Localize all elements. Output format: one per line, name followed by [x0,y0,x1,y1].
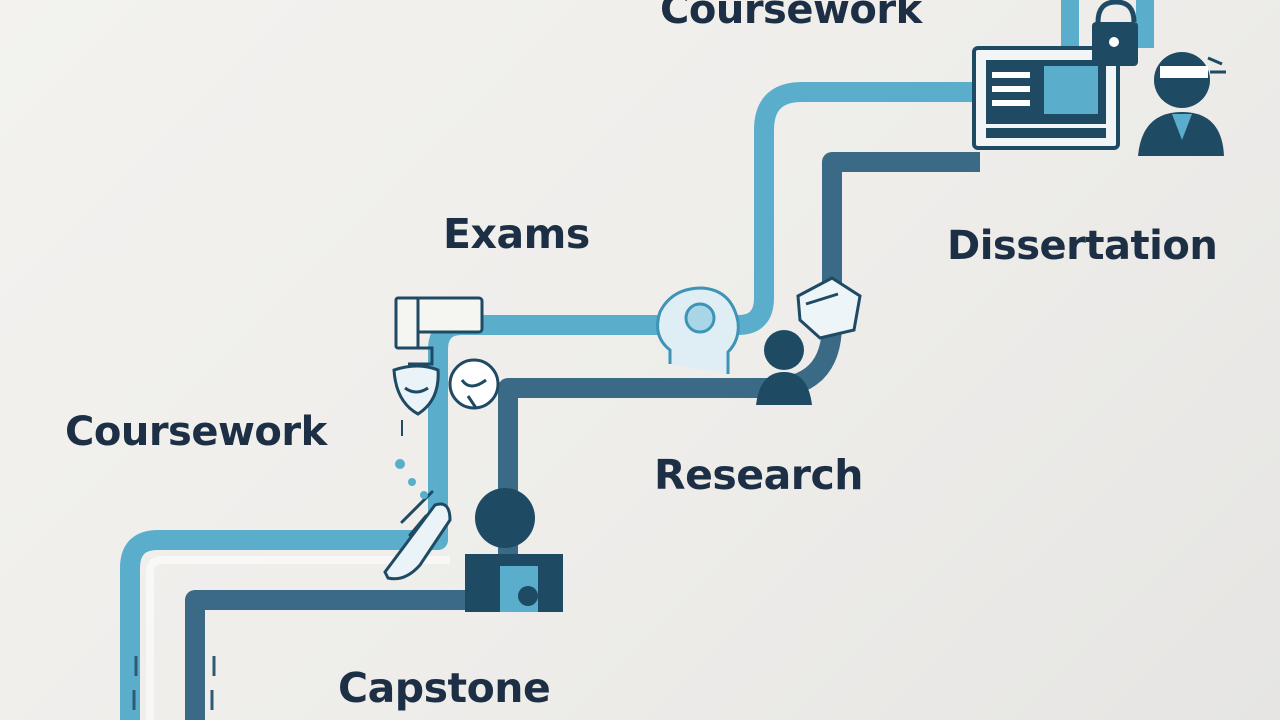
top-path [1061,0,1154,48]
step-label-dissertation: Dissertation [947,223,1218,269]
step-label-coursework: Coursework [65,409,327,455]
step-label-exams: Exams [443,210,590,258]
step-label-research: Research [654,451,863,499]
graduation-cap-icon [796,276,862,340]
light-path [120,82,980,720]
monitor-icon [972,46,1120,150]
student-icon [756,330,812,405]
graduate-icon [1138,52,1226,156]
step-label-coursework-top: Coursework [660,0,922,33]
shoe-icon [383,459,452,581]
student-research-icon [465,488,563,612]
chain-icon [132,656,216,710]
light-path-highlight [146,556,450,720]
drama-masks-icon [392,358,500,436]
step-label-capstone: Capstone [338,664,551,712]
faucet-icon [394,296,484,366]
brain-head-icon [656,286,740,374]
padlock-icon [1092,0,1138,66]
